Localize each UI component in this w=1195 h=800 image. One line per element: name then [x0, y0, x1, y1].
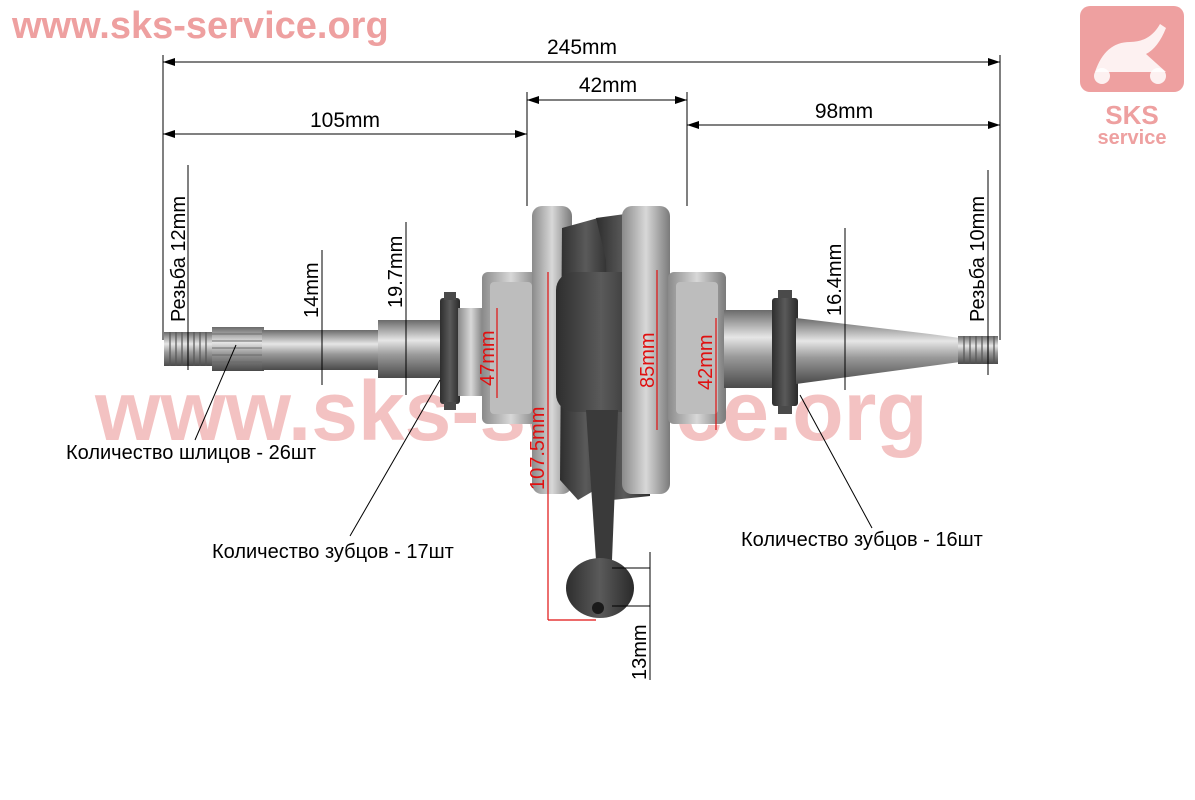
dim-total-length: 245mm [547, 36, 617, 59]
dim-flywheel-diameter: 85mm [637, 332, 659, 388]
sks-logo: SKS service [1080, 6, 1184, 149]
dim-small-end-diameter: 13mm [629, 624, 651, 680]
dim-right-thread: Резьба 10mm [967, 196, 989, 322]
dimension-lines-black [162, 55, 1001, 680]
dim-right-shaft-diameter: 16.4mm [824, 244, 846, 316]
dim-right-bearing-diameter: 42mm [695, 334, 717, 390]
dim-left-length: 105mm [310, 109, 380, 132]
crankshaft-part [164, 206, 998, 618]
dimension-arrows-black [163, 58, 1000, 138]
dim-left-thread: Резьба 12mm [168, 196, 190, 322]
logo-text-sks: SKS [1105, 100, 1158, 130]
dim-rod-length: 107.5mm [527, 407, 549, 490]
dim-left-bearing-diameter: 47mm [477, 330, 499, 386]
dimension-lines-red [496, 270, 717, 621]
logo-text-service: service [1098, 127, 1167, 149]
watermark-top: www.sks-service.org [11, 5, 389, 47]
label-right-teeth-count: Количество зубцов - 16шт [741, 529, 983, 551]
label-left-teeth-count: Количество зубцов - 17шт [212, 541, 454, 563]
dim-right-length: 98mm [815, 100, 873, 123]
label-splines-count: Количество шлицов - 26шт [66, 442, 316, 464]
dim-center-width: 42mm [579, 74, 637, 97]
dim-left-shaft-diameter: 19.7mm [385, 236, 407, 308]
dim-left-splined-diameter: 14mm [301, 262, 323, 318]
